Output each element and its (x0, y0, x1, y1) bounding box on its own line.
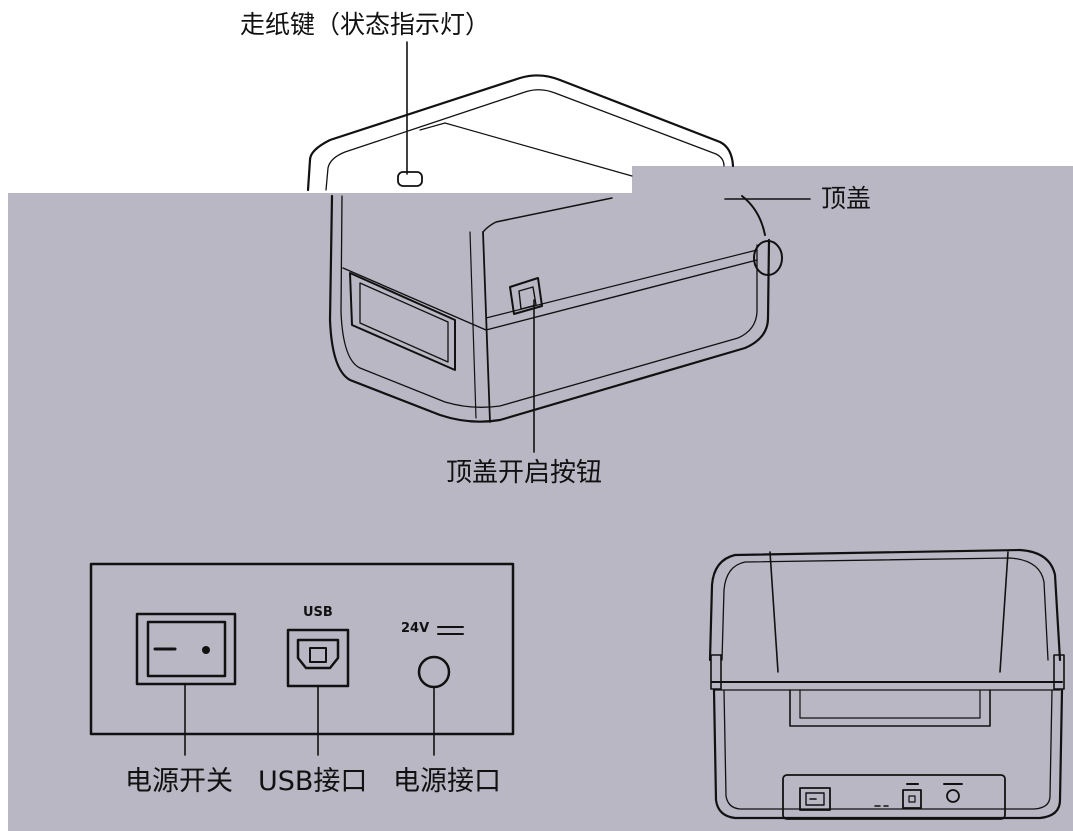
feed-key-icon (397, 171, 423, 187)
label-feed-key: 走纸键（状态指示灯） (240, 10, 491, 39)
label-usb-port: USB接口 (258, 766, 368, 797)
marking-24v: 24V (401, 621, 430, 636)
rear-panel-closeup (89, 562, 515, 756)
marking-usb: USB (303, 605, 333, 620)
label-cover-open-button: 顶盖开启按钮 (446, 458, 603, 488)
rocker-switch-icon (135, 612, 237, 686)
dc-power-jack-icon (417, 655, 451, 756)
printer-front-icon (306, 74, 783, 423)
background-panel-upper-right (632, 166, 1073, 196)
rear-panel-frame (89, 562, 515, 736)
usb-b-port-icon (286, 628, 350, 688)
label-power-switch: 电源开关 (125, 766, 233, 797)
label-power-port: 电源接口 (393, 766, 501, 797)
label-top-cover: 顶盖 (821, 184, 872, 213)
printer-rear-icon (708, 548, 1065, 820)
